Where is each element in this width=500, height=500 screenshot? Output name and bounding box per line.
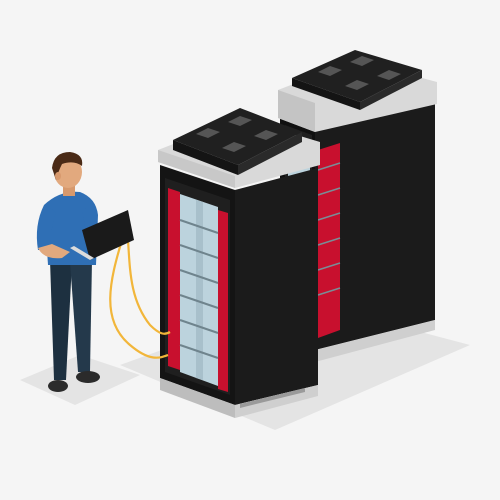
cable — [109, 239, 171, 359]
server-rack-front — [158, 108, 320, 418]
technician — [36, 152, 100, 392]
server-rack-back — [278, 50, 437, 362]
laptop-icon — [70, 210, 134, 260]
